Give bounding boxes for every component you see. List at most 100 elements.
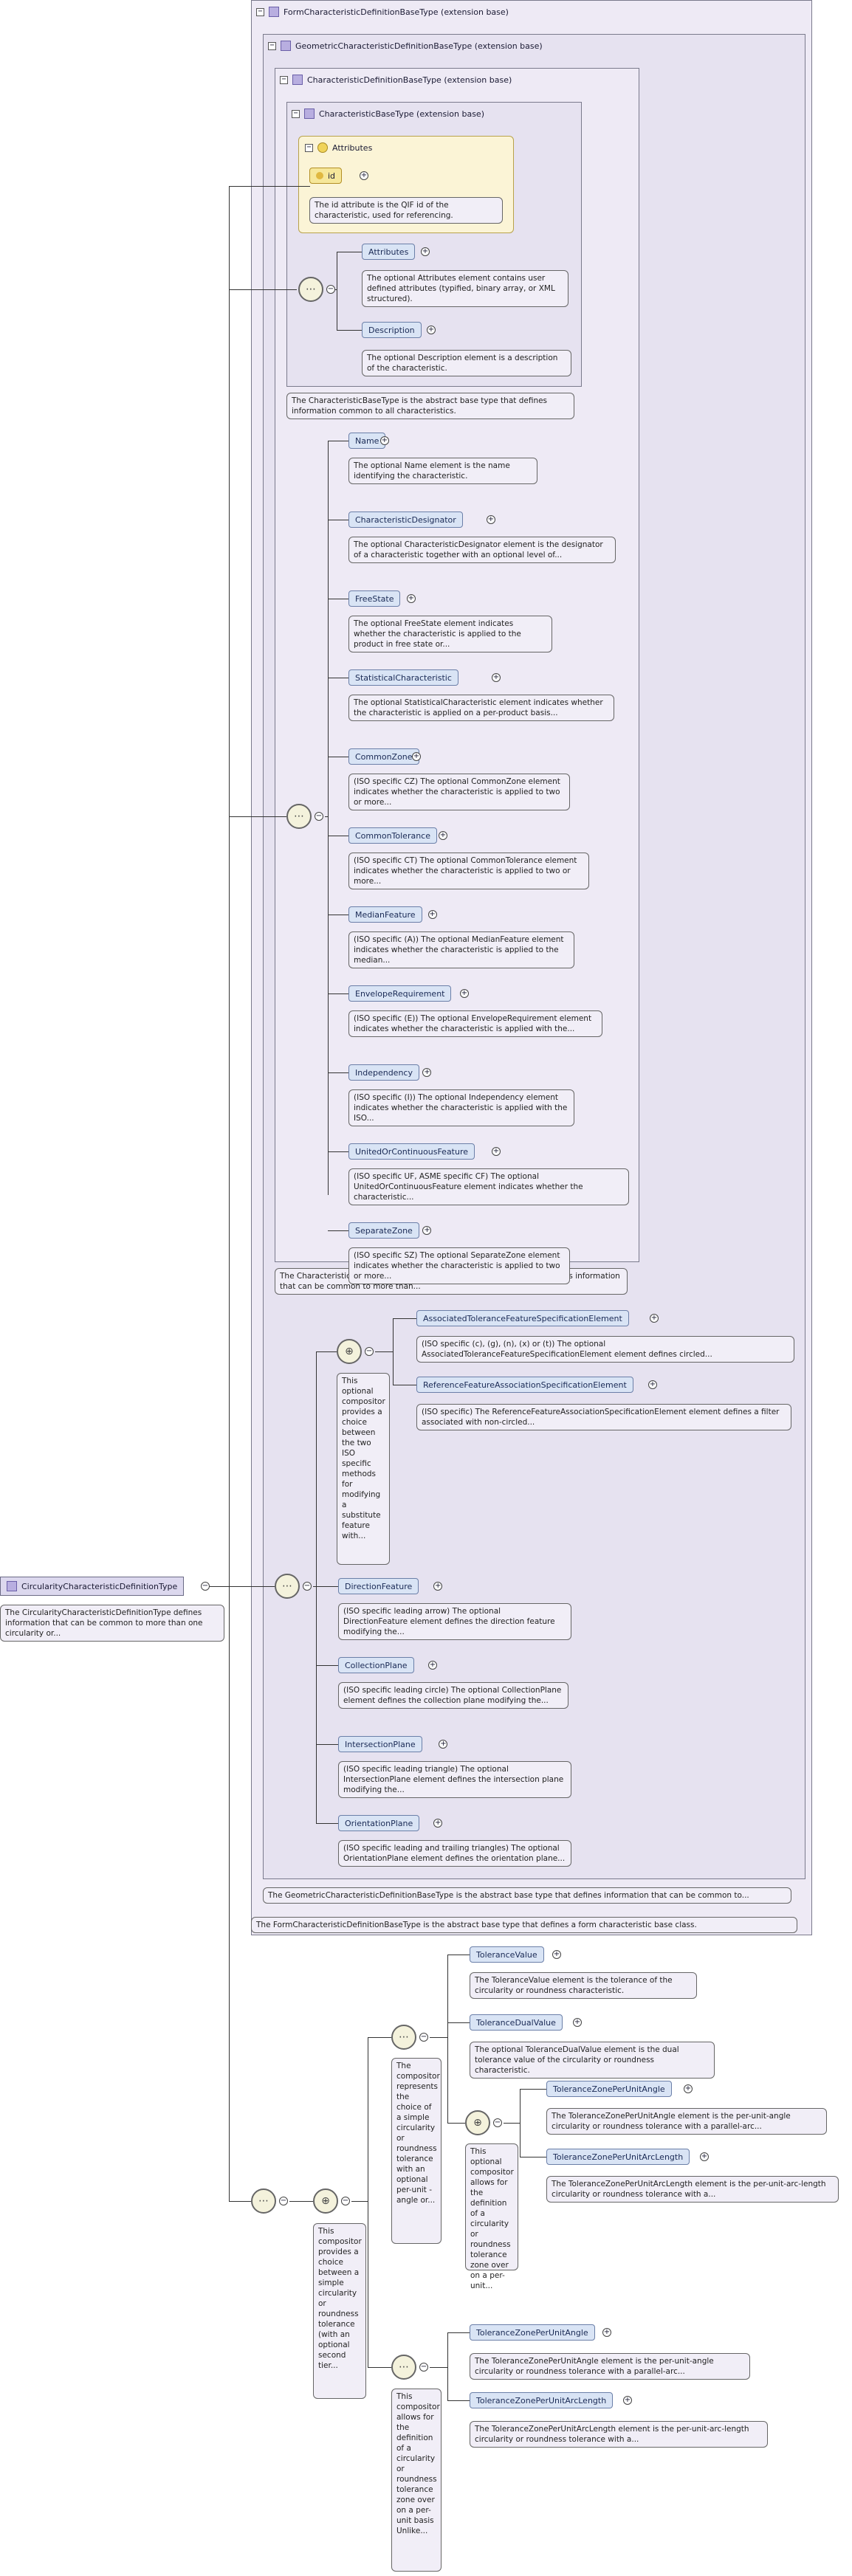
expand-icon[interactable]: + (439, 831, 447, 840)
expand-icon[interactable]: + (433, 1582, 443, 1591)
element-separate-zone[interactable]: SeparateZone (348, 1222, 419, 1239)
expand-icon[interactable]: + (492, 673, 501, 682)
element-tolerance-value[interactable]: ToleranceValue (470, 1946, 544, 1963)
element-statistical-characteristic[interactable]: StatisticalCharacteristic (348, 669, 458, 686)
sequence-compositor-icon[interactable]: ⋯ (286, 804, 312, 829)
element-associated-tolerance-feature[interactable]: AssociatedToleranceFeatureSpecificationE… (416, 1310, 629, 1326)
attributes-label: Attributes (332, 142, 373, 153)
choice-compositor-icon[interactable]: ⊕ (465, 2110, 490, 2135)
element-tolerance-zone-per-unit-angle-2[interactable]: ToleranceZonePerUnitAngle (470, 2324, 595, 2341)
expand-icon[interactable]: + (406, 594, 416, 603)
sequence-compositor-icon[interactable]: ⋯ (391, 2025, 416, 2050)
element-characteristic-designator[interactable]: CharacteristicDesignator (348, 512, 463, 528)
collapse-icon[interactable]: − (419, 2363, 428, 2372)
expand-icon[interactable]: + (422, 1226, 432, 1235)
element-description-note: The optional Description element is a de… (362, 350, 571, 376)
tolerance-choice-note: This compositor provides a choice betwee… (313, 2223, 366, 2399)
element-intersection-plane[interactable]: IntersectionPlane (338, 1736, 422, 1752)
element-reference-feature-association[interactable]: ReferenceFeatureAssociationSpecification… (416, 1377, 633, 1393)
attributes-header[interactable]: − Attributes (305, 142, 372, 153)
expand-icon[interactable]: + (422, 1068, 432, 1077)
element-common-tolerance[interactable]: CommonTolerance (348, 827, 437, 844)
form-type-label: FormCharacteristicDefinitionBaseType (ex… (284, 7, 509, 17)
element-tolerance-zone-per-unit-angle[interactable]: ToleranceZonePerUnitAngle (546, 2081, 672, 2097)
collapse-icon[interactable]: − (280, 75, 288, 84)
element-common-zone[interactable]: CommonZone (348, 748, 419, 765)
expand-icon[interactable]: + (433, 1819, 443, 1828)
expand-icon[interactable]: + (360, 171, 368, 180)
complex-type-icon (7, 1581, 17, 1591)
expand-icon[interactable]: + (573, 2018, 582, 2027)
expand-icon[interactable]: + (459, 989, 469, 998)
collapse-icon[interactable]: − (268, 41, 276, 50)
element-tolerance-zone-per-unit-arc-length-2[interactable]: ToleranceZonePerUnitArcLength (470, 2392, 614, 2408)
characteristic-base-type-header[interactable]: − CharacteristicBaseType (extension base… (292, 107, 484, 120)
collapse-icon[interactable]: − (365, 1347, 374, 1356)
expand-icon[interactable]: + (602, 2328, 611, 2337)
expand-icon[interactable]: + (412, 752, 421, 761)
element-note: The optional StatisticalCharacteristic e… (348, 695, 614, 721)
expand-icon[interactable]: + (684, 2084, 693, 2093)
collapse-icon[interactable]: − (341, 2197, 350, 2205)
expand-icon[interactable]: + (428, 1661, 437, 1670)
expand-icon[interactable]: + (439, 1740, 448, 1749)
element-direction-feature[interactable]: DirectionFeature (338, 1578, 419, 1594)
sequence-compositor-icon[interactable]: ⋯ (251, 2188, 276, 2214)
expand-icon[interactable]: + (648, 1380, 657, 1389)
element-envelope-requirement[interactable]: EnvelopeRequirement (348, 985, 452, 1002)
element-median-feature[interactable]: MedianFeature (348, 906, 422, 923)
collapse-icon[interactable]: − (315, 812, 323, 821)
expand-icon[interactable]: + (650, 1314, 659, 1323)
element-united-or-continuous-feature[interactable]: UnitedOrContinuousFeature (348, 1143, 475, 1160)
element-attributes[interactable]: Attributes (362, 244, 416, 260)
id-attribute[interactable]: id (309, 168, 343, 184)
expand-icon[interactable]: + (552, 1950, 561, 1959)
element-tolerance-value-note: The ToleranceValue element is the tolera… (470, 1972, 697, 1999)
expand-icon[interactable]: + (427, 326, 436, 334)
expand-icon[interactable]: + (421, 247, 430, 256)
expand-icon[interactable]: + (379, 436, 389, 445)
choice-compositor-icon[interactable]: ⊕ (337, 1339, 362, 1364)
element-description[interactable]: Description (362, 322, 422, 338)
root-type[interactable]: CircularityCharacteristicDefinitionType (0, 1577, 185, 1596)
element-tolerance-dual-value[interactable]: ToleranceDualValue (470, 2014, 563, 2031)
id-attribute-note: The id attribute is the QIF id of the ch… (309, 197, 503, 224)
collapse-icon[interactable]: − (419, 2033, 428, 2042)
complex-type-icon (281, 41, 291, 51)
characteristic-definition-type-header[interactable]: − CharacteristicDefinitionBaseType (exte… (280, 73, 512, 86)
element-note: (ISO specific leading arrow) The optiona… (338, 1603, 571, 1640)
collapse-icon[interactable]: − (305, 143, 313, 152)
collapse-icon[interactable]: − (303, 1582, 312, 1591)
element-collection-plane[interactable]: CollectionPlane (338, 1657, 414, 1673)
element-independency[interactable]: Independency (348, 1064, 419, 1081)
collapse-icon[interactable]: − (326, 285, 335, 294)
characteristic-base-type-label: CharacteristicBaseType (extension base) (319, 109, 484, 119)
complex-type-icon (269, 7, 279, 17)
collapse-icon[interactable]: − (256, 7, 264, 16)
collapse-icon[interactable]: − (292, 109, 300, 118)
element-note: The optional FreeState element indicates… (348, 616, 552, 652)
element-tolerance-zone-per-unit-arc-length[interactable]: ToleranceZonePerUnitArcLength (546, 2149, 690, 2165)
element-note: The optional Name element is the name id… (348, 458, 537, 484)
expand-icon[interactable]: + (427, 910, 437, 919)
collapse-icon[interactable]: − (493, 2118, 502, 2127)
characteristic-definition-type-label: CharacteristicDefinitionBaseType (extens… (307, 75, 512, 85)
sequence-compositor-icon[interactable]: ⋯ (275, 1574, 300, 1599)
geometric-type-label: GeometricCharacteristicDefinitionBaseTyp… (295, 41, 543, 51)
sequence-compositor-icon[interactable]: ⋯ (391, 2355, 416, 2380)
expand-icon[interactable]: + (486, 515, 495, 524)
sequence-compositor-icon[interactable]: ⋯ (298, 277, 323, 302)
geometric-type-header[interactable]: − GeometricCharacteristicDefinitionBaseT… (268, 39, 543, 52)
expand-icon[interactable]: + (700, 2152, 709, 2161)
element-note: (ISO specific leading triangle) The opti… (338, 1761, 571, 1798)
element-orientation-plane[interactable]: OrientationPlane (338, 1815, 420, 1831)
expand-icon[interactable]: + (623, 2396, 632, 2405)
collapse-icon[interactable]: − (201, 1582, 210, 1591)
element-name[interactable]: Name (348, 433, 386, 449)
choice-compositor-icon[interactable]: ⊕ (313, 2188, 338, 2214)
tolerance-seq-note: The compositor represents the choice of … (391, 2058, 442, 2244)
element-free-state[interactable]: FreeState (348, 590, 401, 607)
collapse-icon[interactable]: − (279, 2197, 288, 2205)
form-type-header[interactable]: − FormCharacteristicDefinitionBaseType (… (256, 5, 509, 18)
expand-icon[interactable]: + (492, 1147, 501, 1156)
